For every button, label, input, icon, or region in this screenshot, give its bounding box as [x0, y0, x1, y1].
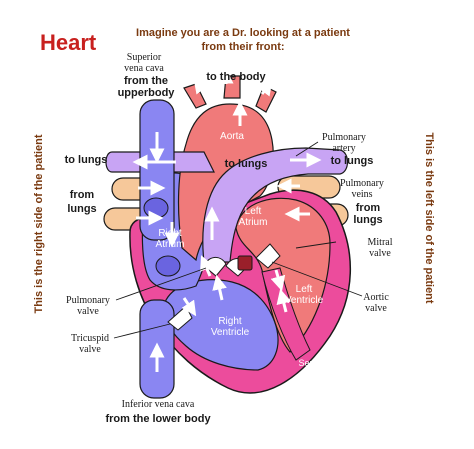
leader-lines [113, 141, 363, 339]
label-aortic-valve-2: valve [365, 303, 387, 314]
label-aortic-valve-1: Aortic [363, 292, 389, 303]
label-left-atrium-1: Left [245, 206, 262, 217]
flow-arrows [132, 68, 322, 372]
label-to-lungs-left: to lungs [331, 155, 374, 167]
label-from-lower-body: from the lower body [105, 413, 211, 425]
label-mitral-valve-2: valve [369, 248, 391, 259]
label-from-lungs-right-1: from [70, 189, 95, 201]
label-to-lungs-right: to lungs [65, 154, 108, 166]
label-tricuspid-valve-1: Tricuspid [71, 333, 109, 344]
label-right-ventricle-1: Right [218, 316, 242, 327]
label-mitral-valve-1: Mitral [368, 237, 393, 248]
label-to-lungs-center: to lungs [225, 158, 268, 170]
label-left-atrium-2: Atrium [239, 217, 268, 228]
instruction-line2: from their front: [201, 41, 284, 53]
label-from-lungs-left-2: lungs [353, 214, 382, 226]
instruction-line1: Imagine you are a Dr. looking at a patie… [136, 27, 350, 39]
vena-cava-opening [143, 197, 169, 219]
label-to-the-body: to the body [206, 71, 266, 83]
labels: Superior vena cava from the upperbody to… [65, 52, 393, 425]
label-right-atrium-1: Right [158, 228, 182, 239]
label-pulmonary-veins-2: veins [351, 189, 372, 200]
label-aorta: Aorta [220, 131, 244, 142]
label-pulmonary-artery-2: artery [332, 143, 355, 154]
label-left-ventricle-1: Left [296, 284, 313, 295]
mitral-valve-icon [255, 243, 281, 269]
label-pulmonary-artery-1: Pulmonary [322, 132, 366, 143]
label-inferior-vena-cava: Inferior vena cava [122, 399, 195, 410]
side-right-patient: This is the right side of the patient [33, 134, 45, 313]
side-left-patient: This is the left side of the patient [423, 132, 435, 303]
page-title: Heart [40, 30, 97, 55]
label-right-ventricle-2: Ventricle [211, 327, 250, 338]
label-from-lungs-left-1: from [356, 202, 381, 214]
label-from-lungs-right-2: lungs [67, 203, 96, 215]
label-pulmonary-valve-2: valve [77, 306, 99, 317]
label-right-atrium-2: Atrium [156, 239, 185, 250]
label-from-upperbody-2: upperbody [118, 87, 176, 99]
label-pulmonary-valve-1: Pulmonary [66, 295, 110, 306]
label-pulmonary-veins-1: Pulmonary [340, 178, 384, 189]
label-superior-vena-cava-1: Superior [127, 52, 162, 63]
label-left-ventricle-2: Ventricle [285, 295, 324, 306]
right-atrium-inner [155, 255, 181, 277]
label-from-upperbody-1: from the [124, 75, 168, 87]
label-tricuspid-valve-2: valve [79, 344, 101, 355]
label-septum: Septum [298, 358, 329, 368]
label-superior-vena-cava-2: vena cava [124, 63, 164, 74]
mitral-valve-dark [237, 255, 253, 271]
